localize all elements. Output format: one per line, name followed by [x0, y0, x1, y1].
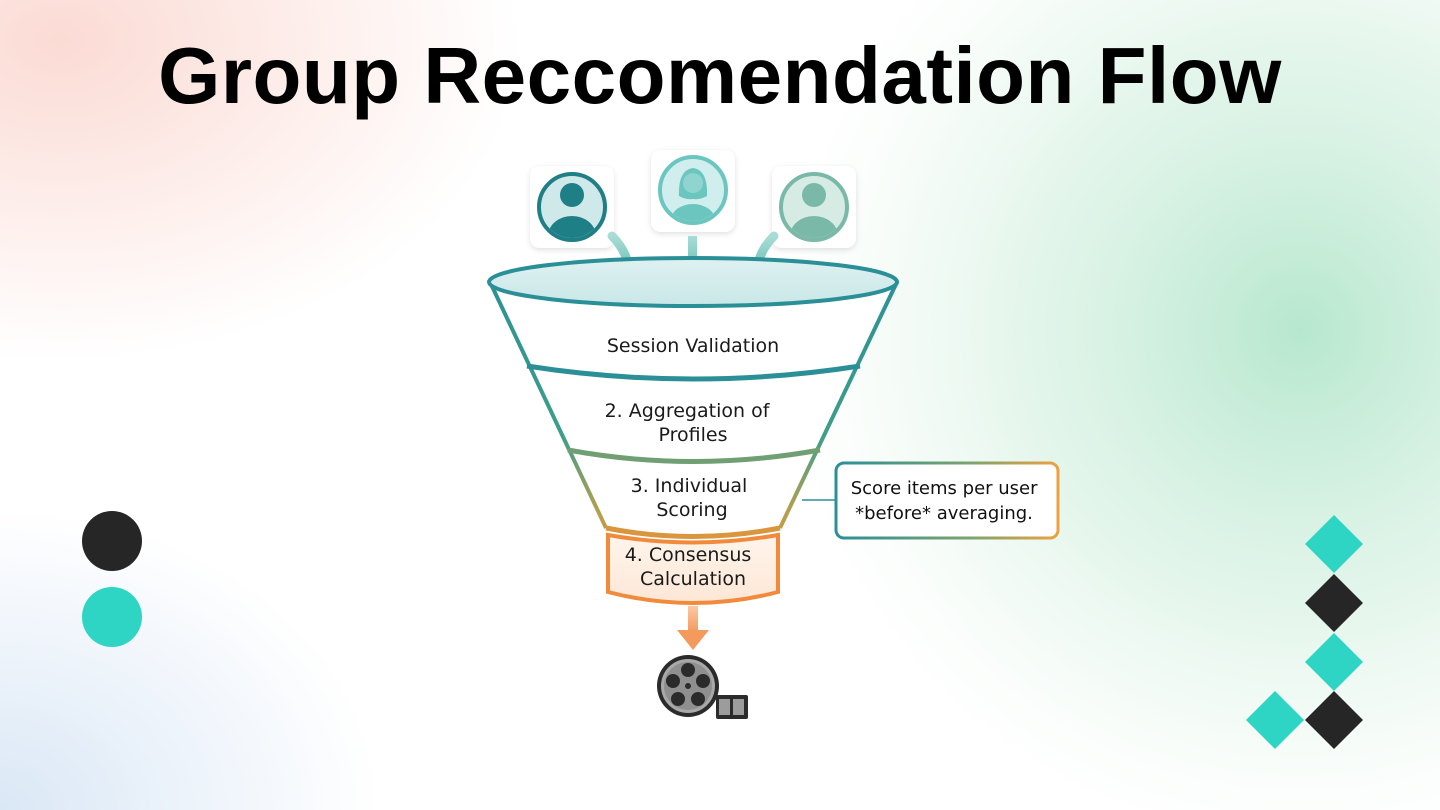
- stage-3-label: 3. Individual Scoring: [631, 475, 754, 521]
- funnel-rim: [487, 256, 899, 308]
- film-reel-icon: [657, 655, 748, 719]
- diamond-mint: [1305, 633, 1363, 691]
- user-male-icon: [779, 172, 849, 242]
- diamond-mint: [1246, 691, 1304, 749]
- user-avatar-2: [651, 150, 735, 232]
- stage-2-label: 2. Aggregation of Profiles: [605, 400, 776, 446]
- diamond-mint: [1305, 515, 1363, 573]
- funnel-divider: [605, 525, 781, 539]
- scoring-note: Score items per user *before* averaging.: [802, 461, 1060, 540]
- diamond-dark: [1305, 574, 1363, 632]
- decor-dot-mint: [82, 587, 142, 647]
- stage-1-label: Session Validation: [607, 335, 779, 357]
- user-avatar-1: [530, 166, 614, 248]
- decor-dot-dark: [82, 511, 142, 571]
- funnel-divider: [567, 447, 821, 464]
- user-avatar-3: [772, 166, 856, 248]
- funnel-spout: [606, 532, 780, 605]
- page-title: Group Reccomendation Flow: [158, 31, 1282, 120]
- stage-4-label: 4. Consensus Calculation: [625, 544, 758, 590]
- note-text: Score items per user *before* averaging.: [851, 478, 1044, 524]
- funnel-divider: [526, 363, 861, 382]
- user-male-icon: [537, 172, 607, 242]
- user-female-icon: [658, 155, 728, 225]
- decor-diamonds: [1246, 515, 1363, 749]
- funnel: [487, 256, 899, 605]
- diamond-dark: [1305, 691, 1363, 749]
- output-arrow: [677, 606, 709, 650]
